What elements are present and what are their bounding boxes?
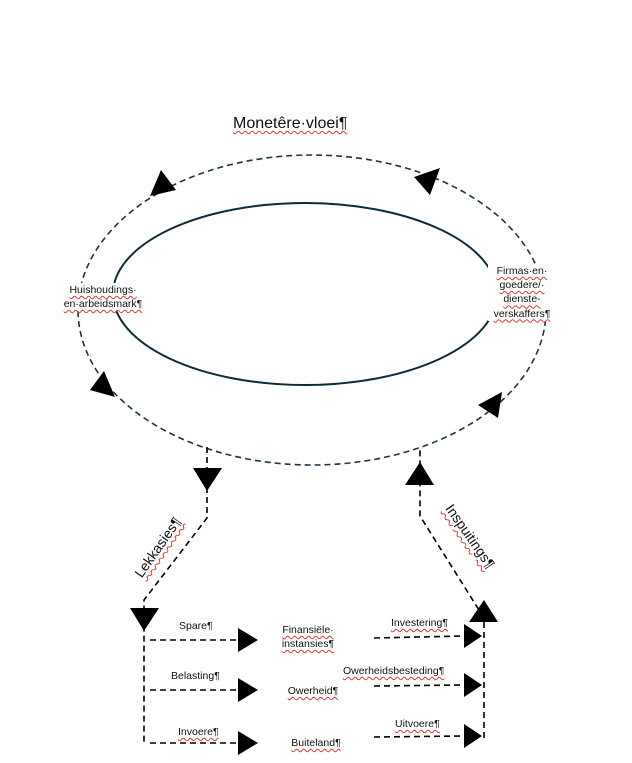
loop-arrow-top-right: [414, 168, 440, 195]
injection-owerheidsbesteding-label: Owerheidsbesteding¶: [343, 665, 445, 677]
firms-node: Firmas·en· goedere/· dienste- verskaffer…: [488, 264, 556, 321]
foreign-sector-node: Buiteland¶: [291, 737, 341, 749]
inner-real-loop: [112, 202, 498, 386]
arrow-owerheidsbesteding: [464, 673, 482, 697]
outer-monetary-loop: [77, 154, 547, 466]
leakage-belasting-label: Belasting¶: [171, 670, 220, 682]
arrow-investering: [464, 624, 482, 648]
leakage-path: [143, 447, 208, 745]
financial-line-1: Finansiële·: [282, 624, 334, 636]
households-line-1: Huishoudings·: [69, 284, 137, 296]
injection-path: [419, 448, 485, 738]
firms-line-2: goedere/·: [499, 279, 545, 292]
injection-arrow-merge: [469, 600, 498, 622]
households-node: Huishoudings· en·arbeidsmark¶: [58, 283, 148, 312]
injection-investering-label: Investering¶: [391, 617, 449, 629]
arrow-belasting: [238, 678, 258, 702]
arrow-uitvoere: [464, 724, 482, 748]
loop-arrow-top-left: [150, 170, 176, 196]
injection-arrow-up: [405, 462, 434, 485]
leakage-spare-label: Spare¶: [179, 620, 213, 632]
diagram-title: Monetêre·vloei¶: [233, 115, 348, 132]
firms-line-4: verskaffers¶: [493, 307, 551, 320]
loop-arrow-right-bottom: [478, 392, 502, 418]
branch-uitvoere: [373, 735, 465, 738]
leakage-arrow-split: [130, 608, 159, 631]
loop-arrow-left-bottom: [90, 371, 115, 397]
arrow-invoere: [238, 731, 258, 755]
leakage-invoere-label: Invoere¶: [178, 726, 219, 738]
firms-line-3: dienste-: [503, 293, 541, 306]
branch-owerheidsbesteding: [373, 684, 465, 687]
leakage-arrow-down: [193, 468, 222, 491]
firms-line-1: Firmas·en·: [496, 265, 548, 277]
households-line-2: en·arbeidsmark¶: [63, 298, 143, 311]
financial-line-2: instansies¶: [281, 638, 335, 651]
branch-investering: [373, 635, 465, 639]
arrow-spare: [238, 628, 258, 652]
financial-institutions-node: Finansiële· instansies¶: [270, 623, 346, 651]
injection-uitvoere-label: Uitvoere¶: [395, 718, 440, 730]
government-node: Owerheid¶: [287, 685, 339, 697]
